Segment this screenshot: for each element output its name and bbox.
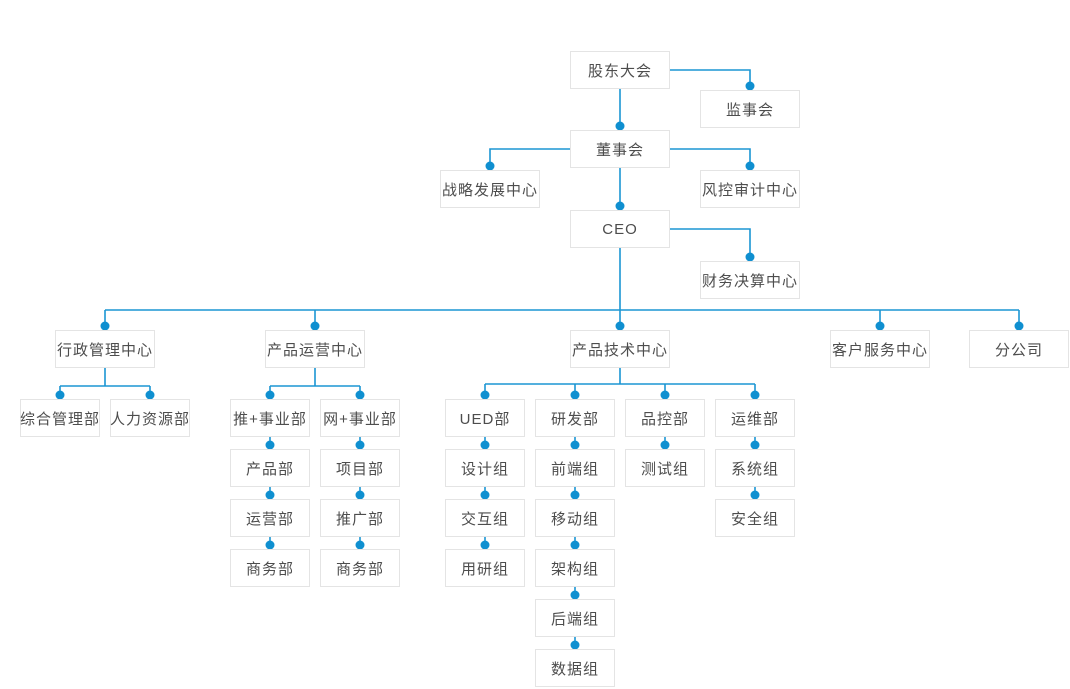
org-node-business-dept-b: 商务部 <box>320 549 400 587</box>
org-node-data-team: 数据组 <box>535 649 615 687</box>
org-node-mobile-team: 移动组 <box>535 499 615 537</box>
org-node-testing-team: 测试组 <box>625 449 705 487</box>
org-node-service-center: 客户服务中心 <box>830 330 930 368</box>
connection-dots <box>55 81 1024 650</box>
org-node-backend-team: 后端组 <box>535 599 615 637</box>
org-node-interaction-team: 交互组 <box>445 499 525 537</box>
org-node-rd-dept: 研发部 <box>535 399 615 437</box>
org-node-architecture-team: 架构组 <box>535 549 615 587</box>
org-node-tech-center: 产品技术中心 <box>570 330 670 368</box>
org-node-ceo: CEO <box>570 210 670 248</box>
org-node-qc-dept: 品控部 <box>625 399 705 437</box>
org-node-general-mgmt: 综合管理部 <box>20 399 100 437</box>
org-node-supervisory: 监事会 <box>700 90 800 128</box>
org-node-operation-dept: 运营部 <box>230 499 310 537</box>
org-node-om-dept: 运维部 <box>715 399 795 437</box>
org-node-board: 董事会 <box>570 130 670 168</box>
org-node-hr: 人力资源部 <box>110 399 190 437</box>
org-node-ops-center: 产品运营中心 <box>265 330 365 368</box>
org-node-risk-audit: 风控审计中心 <box>700 170 800 208</box>
org-node-product-dept: 产品部 <box>230 449 310 487</box>
org-node-tui-division: 推+事业部 <box>230 399 310 437</box>
org-node-shareholders: 股东大会 <box>570 51 670 89</box>
org-node-system-team: 系统组 <box>715 449 795 487</box>
org-node-project-dept: 项目部 <box>320 449 400 487</box>
org-node-security-team: 安全组 <box>715 499 795 537</box>
org-node-user-research-team: 用研组 <box>445 549 525 587</box>
org-node-finance: 财务决算中心 <box>700 261 800 299</box>
org-node-frontend-team: 前端组 <box>535 449 615 487</box>
org-node-design-team: 设计组 <box>445 449 525 487</box>
org-node-business-dept-a: 商务部 <box>230 549 310 587</box>
org-node-admin-center: 行政管理中心 <box>55 330 155 368</box>
org-node-wang-division: 网+事业部 <box>320 399 400 437</box>
org-node-branch: 分公司 <box>969 330 1069 368</box>
org-node-promotion-dept: 推广部 <box>320 499 400 537</box>
org-node-strategy: 战略发展中心 <box>440 170 540 208</box>
org-node-ued-dept: UED部 <box>445 399 525 437</box>
